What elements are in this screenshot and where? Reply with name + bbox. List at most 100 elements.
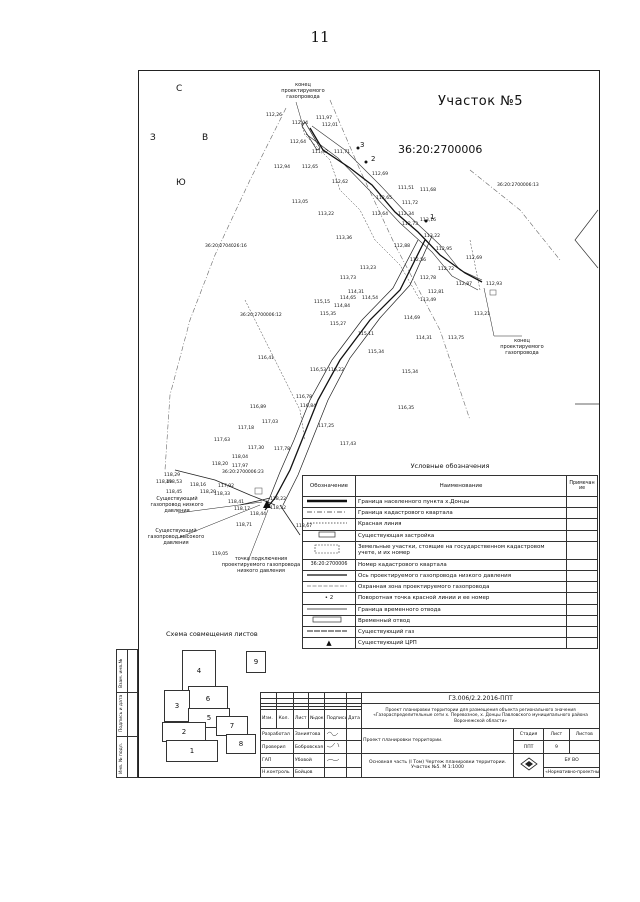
- compass-south: Ю: [176, 178, 186, 188]
- org-short: БУ ВО: [543, 752, 600, 769]
- org-name: «Нормативно-проектный центр»: [543, 767, 600, 778]
- elevation-mark: 114,84: [334, 304, 351, 309]
- elevation-mark: 112,69: [466, 256, 483, 261]
- elevation-mark: 118,41: [228, 500, 245, 505]
- legend-row: Временный отвод: [302, 614, 598, 627]
- callout-connection-point: точка подключения проектируемого газопро…: [221, 556, 301, 574]
- legend-item: Земельные участки, стоящие на государств…: [355, 540, 567, 560]
- elevation-mark: 112,65: [376, 196, 393, 201]
- compass-west: З: [150, 133, 156, 143]
- elevation-mark: 115,27: [330, 322, 347, 327]
- elevation-mark: 112,26: [266, 113, 283, 118]
- elevation-mark: 113,05: [292, 200, 309, 205]
- elevation-mark: 117,18: [238, 426, 255, 431]
- turn-point-label: 3: [360, 141, 365, 149]
- legend-row: Граница кадастрового квартала: [302, 507, 598, 520]
- elevation-mark: 112,88: [394, 244, 411, 249]
- elevation-mark: 112,62: [332, 180, 349, 185]
- scheme-sheet-9: 9: [246, 651, 266, 673]
- legend-symbol: [302, 495, 356, 509]
- elevation-mark: 115,35: [320, 312, 337, 317]
- title-block: ГЗ.006/2.2.2016-ППТ Проект планировки те…: [259, 691, 601, 779]
- legend-symbol: [302, 529, 356, 542]
- legend-title: Условные обозначения: [410, 462, 490, 470]
- cadastral-label: 36:20:2700006:12: [240, 313, 282, 318]
- elevation-mark: 118,33: [214, 492, 231, 497]
- legend-header-row: Обозначение Наименование Примечание: [302, 475, 598, 497]
- legend-symbol-text: 36:20:2700006: [302, 558, 356, 571]
- elevation-mark: 116,89: [250, 405, 267, 410]
- elevation-mark: 118,45: [166, 490, 183, 495]
- elevation-mark: 116,22: [328, 368, 345, 373]
- legend-row: Граница временного отвода: [302, 603, 598, 616]
- legend-symbol-text: • 2: [302, 592, 356, 605]
- signature-mark: [324, 752, 347, 769]
- legend-symbol: [302, 625, 356, 639]
- elevation-mark: 118,22: [270, 497, 287, 502]
- sheet-header: Лист: [543, 727, 570, 742]
- callout-existing-low: Существующий газопровод низкого давления: [150, 496, 204, 514]
- pipeline-axis: [264, 127, 483, 511]
- elevation-mark: 114,31: [348, 290, 365, 295]
- compass-north: С: [176, 84, 183, 94]
- elevation-mark: 118,20: [200, 490, 217, 495]
- elevation-mark: 115,34: [402, 370, 419, 375]
- callout-leaders: [177, 101, 522, 562]
- elevation-mark: 112,64: [290, 140, 307, 145]
- elevation-mark: 114,65: [340, 296, 357, 301]
- legend-row: Красная линия: [302, 518, 598, 531]
- legend-header-name: Наименование: [355, 475, 567, 497]
- elevation-mark: 113,22: [318, 212, 335, 217]
- elevation-mark: 118,16: [190, 483, 207, 488]
- legend-row: ▲Существующий ЦРП: [302, 637, 598, 650]
- elevation-mark: 116,41: [258, 356, 275, 361]
- elevation-mark: 118,20: [212, 462, 229, 467]
- stamp-header: Изм.: [259, 709, 278, 729]
- elevation-mark: 112,73: [402, 222, 419, 227]
- legend-header-symbol: Обозначение: [302, 475, 356, 497]
- elevation-mark: 117,43: [340, 442, 357, 447]
- elevation-mark: 114,69: [404, 316, 421, 321]
- sheets-value: [568, 740, 601, 754]
- plot-title: Участок №5: [438, 94, 524, 109]
- stamp-header: Дата: [345, 709, 363, 729]
- elevation-mark: 118,53: [166, 480, 183, 485]
- stamp-header: Кол.: [276, 709, 294, 729]
- side-label-inventory: Инв. № подл.: [119, 742, 124, 774]
- elevation-mark: 113,36: [336, 236, 353, 241]
- legend-symbol: [302, 569, 356, 583]
- elevation-mark: 112,34: [398, 212, 415, 217]
- elevation-mark: 112,01: [322, 123, 339, 128]
- callout-pipeline-end-right: конец проектируемого газопровода: [500, 338, 544, 356]
- elevation-mark: 116,84: [300, 404, 317, 409]
- stamp-person: Бобровская: [292, 740, 326, 754]
- sheet-break-lines: [574, 209, 600, 405]
- legend-item: Существующая застройка: [355, 529, 567, 542]
- elevation-mark: 112,78: [420, 276, 437, 281]
- elevation-mark: 112,56: [410, 258, 427, 263]
- legend-row: Существующая застройка: [302, 529, 598, 542]
- legend-symbol: [302, 603, 356, 616]
- elevation-mark: 113,21: [474, 312, 491, 317]
- legend-item: Ось проектируемого газопровода низкого д…: [355, 569, 567, 583]
- legend-item: Граница временного отвода: [355, 603, 567, 616]
- elevation-mark: 112,93: [486, 282, 503, 287]
- scheme-sheet-4: 4: [182, 650, 216, 692]
- drawing-frame: [138, 70, 600, 778]
- elevation-mark: 112,64: [372, 212, 389, 217]
- elevation-mark: 117,03: [262, 420, 279, 425]
- elevation-mark: 112,94: [274, 165, 291, 170]
- doc-title: Проект планировки территории.: [361, 727, 514, 754]
- elevation-mark: 119,05: [212, 552, 229, 557]
- legend-item: Номер кадастрового квартала: [355, 558, 567, 571]
- compass-east: В: [202, 133, 209, 143]
- stamp-header: Лист: [292, 709, 310, 729]
- legend-row: Граница населенного пункта х.Донцы: [302, 495, 598, 509]
- legend-item: Охранная зона проектируемого газопровода: [355, 581, 567, 594]
- elevation-mark: 116,35: [398, 406, 415, 411]
- elevation-mark: 115,34: [368, 350, 385, 355]
- sheet-value: 9: [543, 740, 570, 754]
